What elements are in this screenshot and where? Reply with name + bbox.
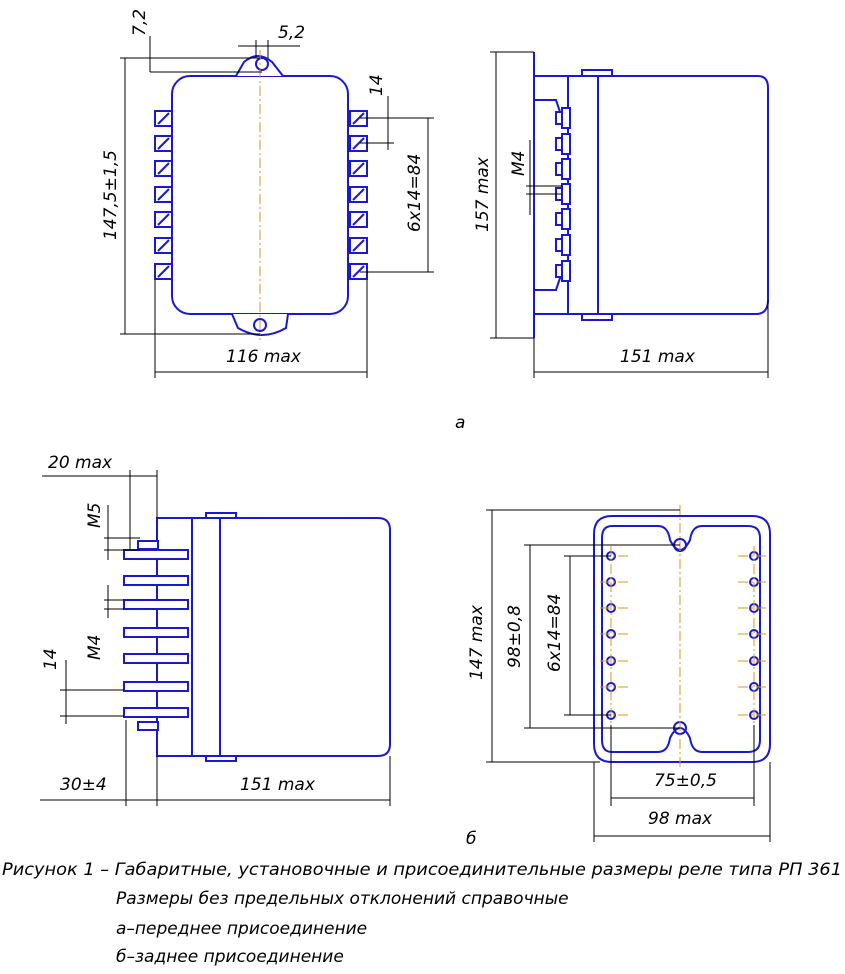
dim-a-width: 116 max: [226, 347, 302, 367]
top-mounting-ear: [235, 55, 284, 77]
rear-inner-outline: [601, 525, 761, 753]
caption-line-3: а–переднее присоединение: [116, 919, 367, 939]
dim-b-thread-m5: M5: [85, 503, 105, 528]
b-dimension-lines: [40, 470, 391, 806]
side-cover-outline: [597, 75, 769, 315]
rear-terminal-holes: [606, 551, 759, 720]
view-b-side: [40, 470, 391, 806]
dim-side-thread: M4: [509, 151, 529, 176]
dim-side-depth: 151 max: [620, 347, 696, 367]
rear-dimension-lines: [486, 509, 771, 842]
dim-rear-pitch-total: 6x14=84: [545, 594, 565, 672]
b-terminal-block: [156, 517, 193, 757]
dim-rear-inner-width: 75±0,5: [654, 771, 717, 791]
dim-rear-mount: 98±0,8: [505, 605, 525, 668]
dim-rear-height: 147 max: [467, 604, 487, 680]
dim-a-hole: 5,2: [278, 23, 305, 43]
view-label-b: б: [466, 829, 476, 849]
caption-line-1: Рисунок 1 – Габаритные, установочные и п…: [2, 860, 842, 880]
dim-b-stud-len: 20 max: [48, 453, 113, 473]
rear-terminal-axes: [600, 546, 766, 725]
dim-b-pitch: 14: [41, 648, 61, 670]
dim-b-depth: 151 max: [240, 775, 316, 795]
caption-line-4: б–заднее присоединение: [116, 947, 344, 967]
side-base-plate: [567, 75, 599, 315]
dim-a-pitch-step: 14: [367, 74, 387, 96]
b-base-plate: [191, 517, 221, 757]
bottom-mounting-hole: [253, 318, 267, 332]
front-left-terminals: [154, 110, 173, 280]
dim-b-thread-m4: M4: [85, 635, 105, 660]
side-terminal-studs: [555, 107, 571, 282]
dim-a-pitch-total: 6x14=84: [405, 154, 425, 232]
view-label-a: а: [455, 413, 465, 433]
dim-b-offset: 30±4: [60, 775, 107, 795]
dim-side-height: 157 max: [473, 156, 493, 232]
front-dimension-lines: [120, 36, 434, 378]
front-right-terminals: [349, 110, 368, 280]
b-rear-studs: [123, 540, 189, 731]
dim-a-height: 147,5±1,5: [101, 150, 121, 240]
top-mounting-hole: [255, 57, 269, 71]
rear-outer-outline: [593, 515, 771, 763]
view-a-side: [490, 51, 769, 378]
dim-rear-width: 98 max: [648, 809, 713, 829]
caption-line-2: Размеры без предельных отклонений справо…: [116, 889, 569, 909]
side-dimension-lines: [490, 51, 769, 378]
dim-a-top-offset: 7,2: [130, 9, 150, 36]
b-cover-outline: [219, 517, 391, 757]
view-a-front: [120, 36, 434, 378]
view-b-rear: [486, 505, 771, 842]
